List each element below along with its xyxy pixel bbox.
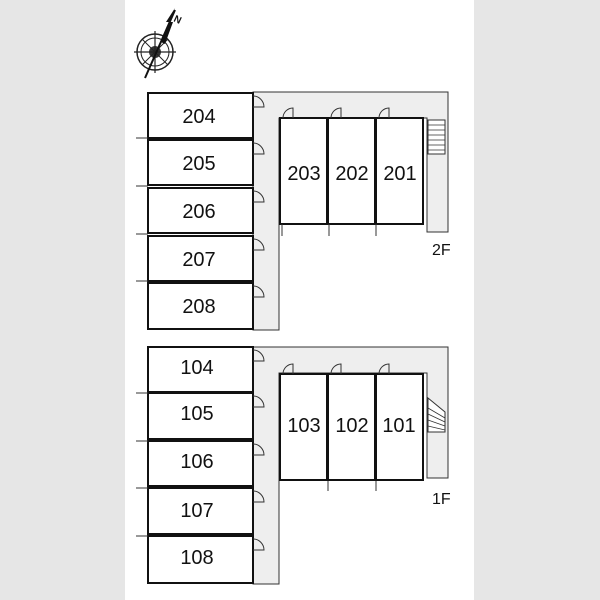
- unit-105: 105: [136, 392, 265, 440]
- unit-label: 206: [182, 201, 215, 223]
- unit-203: 203: [279, 107, 328, 236]
- unit-label: 107: [180, 500, 213, 522]
- floor-2f-label: 2F: [432, 242, 451, 259]
- floor-2f-staircase: [427, 119, 446, 155]
- unit-label: 205: [182, 153, 215, 175]
- compass-north-label: N: [172, 14, 183, 27]
- unit-202: 202: [327, 107, 376, 236]
- unit-label: 103: [287, 415, 320, 437]
- unit-label: 203: [287, 163, 320, 185]
- unit-label: 204: [182, 106, 215, 128]
- compass-icon: N: [134, 8, 183, 79]
- unit-207: 207: [136, 233, 265, 282]
- unit-201: 201: [375, 107, 424, 236]
- unit-label: 208: [182, 296, 215, 318]
- unit-label: 104: [180, 357, 213, 379]
- unit-108: 108: [136, 535, 265, 584]
- unit-label: 105: [180, 403, 213, 425]
- unit-101: 101: [375, 363, 424, 481]
- unit-label: 101: [382, 415, 415, 437]
- unit-205: 205: [136, 137, 265, 186]
- unit-107: 107: [136, 487, 265, 535]
- unit-104: 104: [147, 346, 265, 393]
- unit-106: 106: [136, 440, 265, 487]
- unit-label: 108: [180, 547, 213, 569]
- unit-label: 207: [182, 249, 215, 271]
- unit-label: 102: [335, 415, 368, 437]
- floor-1f: 104 105 106 107 108: [136, 346, 451, 585]
- floor-1f-label: 1F: [432, 491, 451, 508]
- unit-204: 204: [147, 92, 265, 139]
- unit-label: 106: [180, 451, 213, 473]
- unit-label: 202: [335, 163, 368, 185]
- unit-206: 206: [136, 185, 265, 234]
- unit-label: 201: [383, 163, 416, 185]
- floor-2f: 204 205 206 207 208: [136, 91, 451, 331]
- floor-1f-corridor: [252, 346, 449, 585]
- floor-1f-staircase: [427, 396, 446, 433]
- floor-2f-corridor: [252, 91, 449, 331]
- unit-103: 103: [279, 363, 329, 491]
- unit-102: 102: [327, 363, 377, 491]
- unit-208: 208: [136, 280, 265, 330]
